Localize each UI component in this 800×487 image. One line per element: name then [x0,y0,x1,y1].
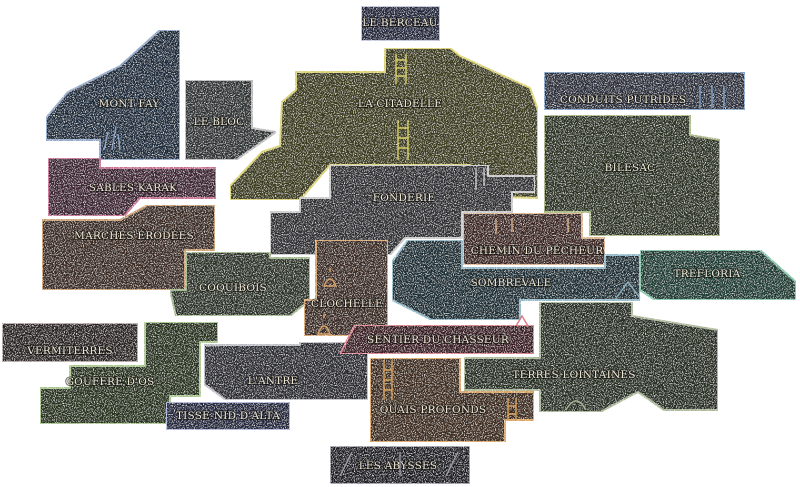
region-shape [369,357,535,443]
region-fonderie[interactable]: FONDERIE [269,164,536,256]
region-sables-karak[interactable]: SABLES KARAK [47,157,217,217]
region-label: QUAIS PROFONDS [380,404,486,416]
lantern-icon [495,218,569,234]
region-label: GOUFFRE D'OS [66,376,155,388]
region-label: BILESAC [605,162,656,174]
region-gouffre-dos[interactable]: GOUFFRE D'OS [39,321,219,425]
region-shape [41,204,216,291]
region-shape [462,212,606,266]
region-marches-erodees[interactable]: MARCHES ÉRODÉES [41,204,216,291]
region-shape [169,251,311,317]
region-shape [165,401,291,431]
region-sombrevale[interactable]: SOMBREVALE [391,239,641,321]
region-label: MARCHES ÉRODÉES [74,228,194,242]
region-shape [543,71,746,111]
region-label: SABLES KARAK [89,182,177,194]
region-label: MONT FAY [99,98,161,110]
region-label: CHEMIN DU PÊCHEUR [471,243,605,257]
region-label: TERRES LOINTAINES [512,369,635,381]
region-label: LE BERCEAU [362,17,437,29]
region-label: SOMBREVALE [471,277,552,289]
crystal-icon [339,451,459,477]
region-label: TRÉFLORIA [674,266,741,280]
region-le-berceau[interactable]: LE BERCEAU [360,5,441,42]
ladder-icon [383,360,393,400]
region-vermiterres[interactable]: VERMITERRES [1,322,139,363]
region-label: FONDERIE [373,192,435,204]
region-shape [203,341,369,401]
region-label: SENTIER DU CHASSEUR [367,334,510,346]
thorn-icon [515,314,529,327]
region-label: CONDUITS PUTRIDES [560,94,686,106]
region-label: LE BLOC [194,116,245,128]
region-label: L'ANTRE [248,375,299,387]
map-decorations [103,54,725,477]
region-shape [339,324,535,355]
ladder-icon [395,54,407,84]
region-shape [47,157,217,217]
region-label: LES ABYSSES [359,460,437,472]
region-label: CLOCHELLE [311,298,383,310]
region-shape [463,301,719,413]
region-label: COQUIBOIS [199,282,267,294]
region-shape [303,239,389,337]
region-shape [360,5,441,42]
chain-icon [475,168,485,190]
pipe-icon [699,86,725,108]
ladder-icon [507,398,517,420]
ladder-icon [397,120,409,160]
bell-icon [316,314,332,335]
region-terres-lointaines[interactable]: TERRES LOINTAINES [463,301,719,413]
grass-icon [103,125,121,151]
region-label: LA CITADELLE [358,98,442,110]
region-shape [391,239,641,321]
region-clochelle[interactable]: CLOCHELLE [303,239,389,337]
region-shape [45,29,181,161]
region-label: VERMITERRES [26,345,113,357]
region-le-bloc[interactable]: LE BLOC [184,79,277,161]
tent-icon [615,280,641,299]
region-sentier-du-chasseur[interactable]: SENTIER DU CHASSEUR [339,324,535,355]
region-coquibois[interactable]: COQUIBOIS [169,251,311,317]
shell-icon [565,400,587,411]
region-mont-fay[interactable]: MONT FAY [45,29,181,161]
region-trefloria[interactable]: TRÉFLORIA [639,249,797,301]
region-chemin-du-pecheur[interactable]: CHEMIN DU PÊCHEUR [462,212,606,266]
region-tisse-nid-dalta[interactable]: TISSE-NID D'ALTA [165,401,291,431]
region-label: TISSE-NID D'ALTA [176,410,280,422]
bell-icon [322,268,338,287]
region-quais-profonds[interactable]: QUAIS PROFONDS [369,357,535,443]
region-shape [1,322,139,363]
region-shape [184,79,277,161]
region-lantre[interactable]: L'ANTRE [203,341,369,401]
region-conduits-putrides[interactable]: CONDUITS PUTRIDES [543,71,746,111]
